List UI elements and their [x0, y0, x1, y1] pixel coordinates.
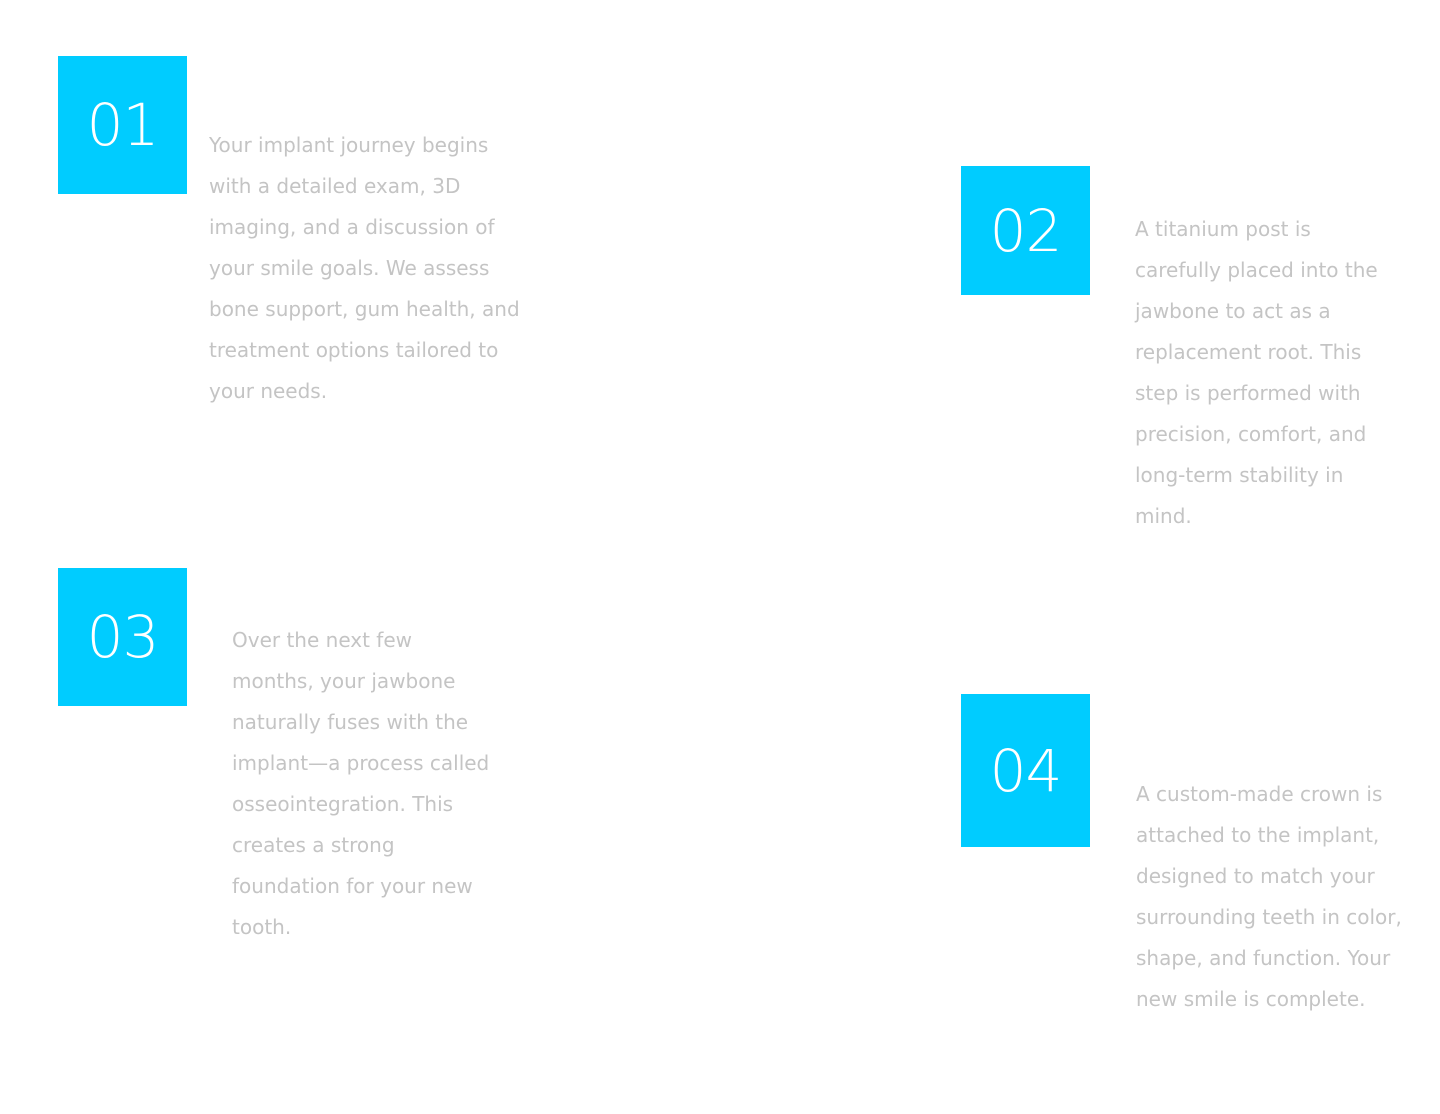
step-number-badge: 03: [58, 568, 187, 706]
step-number: 04: [989, 736, 1063, 805]
step-number-badge: 01: [58, 56, 187, 194]
step-description: A titanium post is carefully placed into…: [1135, 217, 1378, 528]
step-description: Over the next few months, your jawbone n…: [232, 628, 490, 939]
step-number-badge: 02: [961, 166, 1090, 295]
step-number-badge: 04: [961, 694, 1090, 847]
step-description: Your implant journey begins with a detai…: [209, 133, 520, 403]
step-description: A custom-made crown is attached to the i…: [1136, 782, 1402, 1011]
step-number: 02: [989, 196, 1063, 265]
step-number: 01: [86, 91, 160, 159]
step-number: 03: [86, 603, 160, 671]
